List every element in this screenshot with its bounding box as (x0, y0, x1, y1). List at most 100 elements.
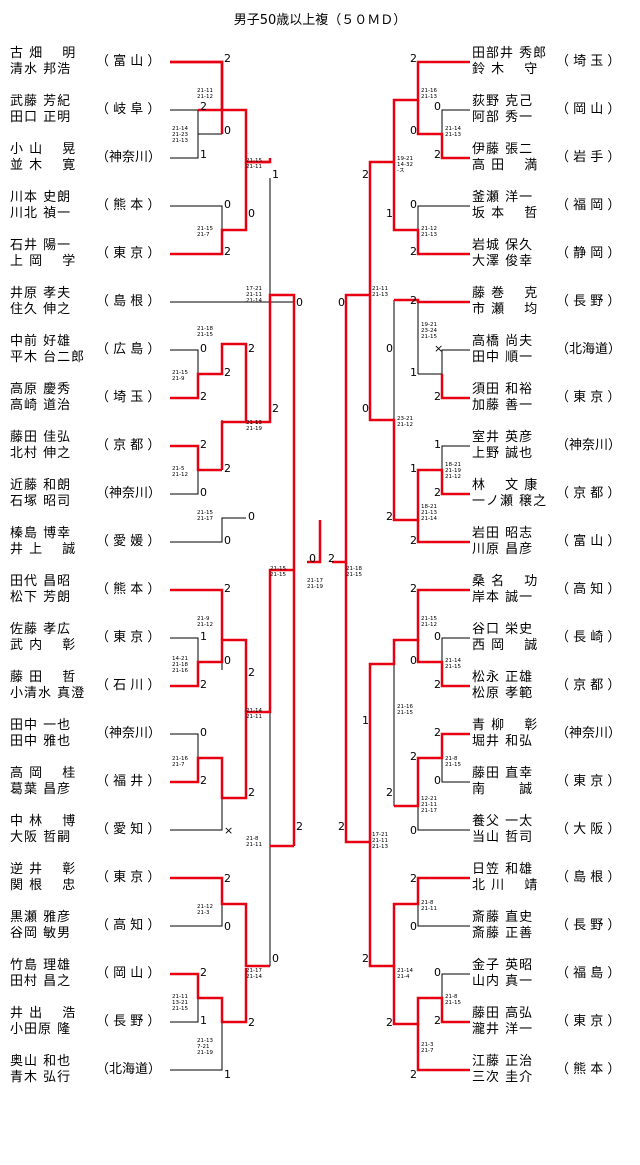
match-score: 1 (200, 1014, 207, 1027)
player-name: 岸本 誠一 (472, 590, 534, 605)
match-score: 2 (328, 552, 335, 565)
right-entry-pair: 日笠 和雄北 川 靖 (472, 862, 538, 894)
left-entry-pair: 田中 一也田中 雅也 (10, 718, 71, 750)
left-entry-pair: 井 出 浩小田原 隆 (10, 1006, 76, 1038)
game-score: 17-21 (372, 832, 388, 838)
match-score: 2 (410, 294, 417, 307)
game-score: 14-21 (172, 656, 188, 662)
game-score: 18-21 (421, 504, 437, 510)
player-name: 林 文 康 (472, 478, 539, 493)
prefecture-label: （ 東 京 ） (556, 774, 621, 789)
player-name: 江藤 正治 (472, 1054, 534, 1069)
prefecture-label: （ 愛 知 ） (96, 822, 161, 837)
game-score: 21-12 (421, 622, 437, 628)
match-score: 0 (434, 630, 441, 643)
game-score: 21-14 (397, 968, 413, 974)
left-entry-pair: 黒瀬 雅彦谷岡 敏男 (10, 910, 71, 942)
player-name: 小田原 隆 (10, 1022, 72, 1037)
player-name: 伊藤 張二 (472, 142, 534, 157)
game-score: 21-14 (421, 516, 437, 522)
player-name: 井 出 浩 (10, 1006, 77, 1021)
prefecture-label: （ 富 山 ） (96, 54, 161, 69)
match-score: 0 (434, 774, 441, 787)
player-name: 三次 圭介 (472, 1070, 534, 1085)
player-name: 北 川 靖 (472, 878, 539, 893)
match-score: 2 (434, 390, 441, 403)
game-score: 21-11 (246, 292, 262, 298)
right-entry-pair: 岩田 昭志川原 昌彦 (472, 526, 533, 558)
left-entry-pair: 川本 史朗川北 禎一 (10, 190, 71, 222)
match-score: 2 (248, 666, 255, 679)
player-name: 加藤 善一 (472, 398, 534, 413)
game-score: 21-15 (421, 616, 437, 622)
prefecture-label: （ 熊 本 ） (96, 198, 161, 213)
game-score: 21-12 (197, 904, 213, 910)
match-score: 0 (338, 296, 345, 309)
player-name: 清水 邦浩 (10, 62, 72, 77)
player-name: 岩田 昭志 (472, 526, 534, 541)
match-score: 2 (200, 438, 207, 451)
game-score: 21-15 (445, 762, 461, 768)
left-entry-pair: 近藤 和朗石塚 昭司 (10, 478, 71, 510)
game-score: 21-16 (172, 756, 188, 762)
right-entry-pair: 桑 名 功岸本 誠一 (472, 574, 538, 606)
right-entry-pair: 林 文 康一ノ瀬 穣之 (472, 478, 547, 510)
prefecture-label: （ 福 島 ） (556, 966, 621, 981)
game-score: 21-11 (421, 802, 437, 808)
match-score: 0 (224, 124, 231, 137)
game-score: 21-19 (445, 468, 461, 474)
match-score: 0 (410, 920, 417, 933)
player-name: 高崎 道治 (10, 398, 72, 413)
player-name: 阿部 秀一 (472, 110, 534, 125)
prefecture-label: （ 岩 手 ） (556, 150, 621, 165)
game-score: 21-14 (172, 126, 188, 132)
player-name: 藤 巻 克 (472, 286, 539, 301)
prefecture-label: （ 熊 本 ） (556, 1062, 621, 1077)
match-score: 2 (386, 510, 393, 523)
match-score: 2 (272, 402, 279, 415)
game-score: 21-7 (421, 1048, 434, 1054)
match-score: 1 (362, 714, 369, 727)
prefecture-label: （ 熊 本 ） (96, 582, 161, 597)
left-entry-pair: 逆 井 彰関 根 忠 (10, 862, 76, 894)
right-entry-pair: 伊藤 張二高 田 満 (472, 142, 538, 174)
match-score: 2 (200, 100, 207, 113)
right-entry-pair: 岩城 保久大澤 俊幸 (472, 238, 533, 270)
game-score: 21-16 (172, 668, 188, 674)
player-name: 小 山 晃 (10, 142, 77, 157)
prefecture-label: （ 東 京 ） (556, 390, 621, 405)
match-score: 2 (224, 582, 231, 595)
match-score: 0 (272, 952, 279, 965)
game-score: 21-11 (246, 714, 262, 720)
game-score: 21-11 (372, 838, 388, 844)
player-name: 並 木 寛 (10, 158, 77, 173)
right-entry-pair: 高橋 尚夫田中 順一 (472, 334, 533, 366)
game-score: 21-13 (197, 1038, 213, 1044)
right-entry-pair: 養父 一太当山 哲司 (472, 814, 533, 846)
match-score: 2 (434, 486, 441, 499)
match-score: 2 (410, 534, 417, 547)
player-name: 石塚 昭司 (10, 494, 72, 509)
match-score: 2 (200, 774, 207, 787)
left-entry-pair: 佐藤 孝広武 内 彰 (10, 622, 76, 654)
player-name: 日笠 和雄 (472, 862, 534, 877)
left-entry-pair: 中 林 博大阪 哲嗣 (10, 814, 76, 846)
player-name: 奥山 和也 (10, 1054, 72, 1069)
player-name: 竹島 理雄 (10, 958, 72, 973)
match-score: 2 (410, 750, 417, 763)
match-score: 2 (338, 820, 345, 833)
prefecture-label: （ 大 阪 ） (556, 822, 621, 837)
match-score: 0 (248, 207, 255, 220)
prefecture-label: （ 富 山 ） (556, 534, 621, 549)
player-name: 西 岡 誠 (472, 638, 539, 653)
match-score: 2 (248, 342, 255, 355)
prefecture-label: （ 東 京 ） (556, 1014, 621, 1029)
game-score: 21-13 (372, 844, 388, 850)
right-entry-pair: 田部井 秀郎鈴 木 守 (472, 46, 547, 78)
match-score: 2 (224, 366, 231, 379)
page-title: 男子50歳以上複（５０ＭＤ） (233, 13, 407, 28)
player-name: 古 畑 明 (10, 46, 77, 61)
right-entry-pair: 藤 巻 克市 瀬 均 (472, 286, 538, 318)
game-score: 21-13 (246, 420, 262, 426)
game-score: 17-21 (246, 286, 262, 292)
